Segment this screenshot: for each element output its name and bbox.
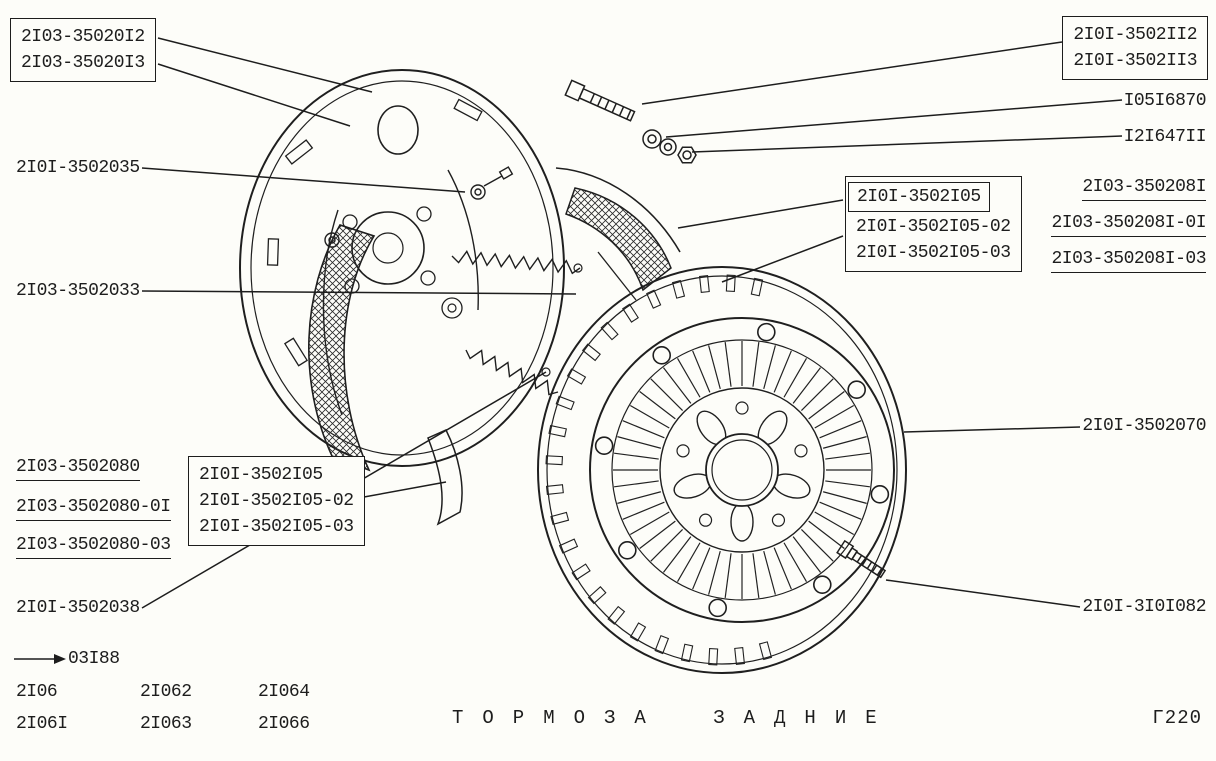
part-number: 2I03-35020I3 (21, 53, 145, 73)
part-number: 2I0I-3502035 (16, 158, 140, 178)
part-number: 2I0I-3I0I082 (1082, 597, 1206, 617)
model-code: 2I062 (140, 682, 192, 702)
nut (677, 146, 697, 164)
drum-bolt-holes (594, 322, 890, 618)
model-code: 2I06I (16, 714, 68, 734)
part-number: 2I0I-3502I05 (848, 182, 990, 212)
part-number-box-top-right: 2I0I-3502II2 2I0I-3502II3 (1062, 16, 1208, 80)
part-number: 2I03-3502080-0I (16, 497, 171, 521)
part-number: 2I03-350208I-03 (1051, 249, 1206, 273)
part-number: 2I03-3502033 (16, 281, 140, 301)
model-code: 2I064 (258, 682, 310, 702)
part-number: 2I03-350208I-0I (1051, 213, 1206, 237)
part-number-box-top-left: 2I03-35020I2 2I03-35020I3 (10, 18, 156, 82)
part-number: 2I0I-3502I05-02 (199, 491, 354, 511)
part-number: 2I0I-3502II2 (1073, 25, 1197, 45)
part-number: 2I0I-3502070 (1082, 416, 1206, 436)
brake-drum (537, 266, 907, 674)
part-number: 2I03-350208I (1082, 177, 1206, 201)
model-code: 2I06 (16, 682, 58, 702)
brake-shoe-lining-left (308, 224, 376, 472)
spring-washer (642, 129, 677, 156)
part-number: 2I03-35020I2 (21, 27, 145, 47)
arrow-note: 03I88 (68, 649, 120, 669)
part-number-box-right: 2I0I-3502I05 2I0I-3502I05-02 2I0I-3502I0… (845, 176, 1022, 272)
part-number: 2I0I-3502I05-03 (856, 243, 1011, 263)
part-number: I2I647II (1123, 127, 1207, 147)
page-code: Г220 (1152, 707, 1202, 729)
part-number: 2I03-3502080-03 (16, 535, 171, 559)
part-number-box-left: 2I0I-3502I05 2I0I-3502I05-02 2I0I-3502I0… (188, 456, 365, 546)
part-number: 2I03-3502080 (16, 457, 140, 481)
model-code: 2I066 (258, 714, 310, 734)
drum-cooling-fins (613, 341, 871, 599)
direction-arrow (14, 654, 66, 664)
part-number: 2I0I-3502II3 (1073, 51, 1197, 71)
mounting-bolt (564, 79, 636, 122)
leader-lines (14, 37, 1123, 664)
return-springs (451, 250, 581, 396)
part-number: I05I6870 (1123, 91, 1207, 111)
part-number: 2I0I-3502I05 (199, 465, 323, 485)
brake-shoe-upper (555, 167, 681, 301)
part-number: 2I0I-3502I05-02 (856, 217, 1011, 237)
plate-slots (266, 98, 483, 367)
page-title: ТОРМОЗА ЗАДНИЕ (452, 707, 896, 729)
part-number: 2I0I-3502038 (16, 598, 140, 618)
wheel-stud (836, 539, 887, 579)
drum-vent-slots (545, 274, 773, 666)
model-code: 2I063 (140, 714, 192, 734)
part-number: 2I0I-3502I05-03 (199, 517, 354, 537)
